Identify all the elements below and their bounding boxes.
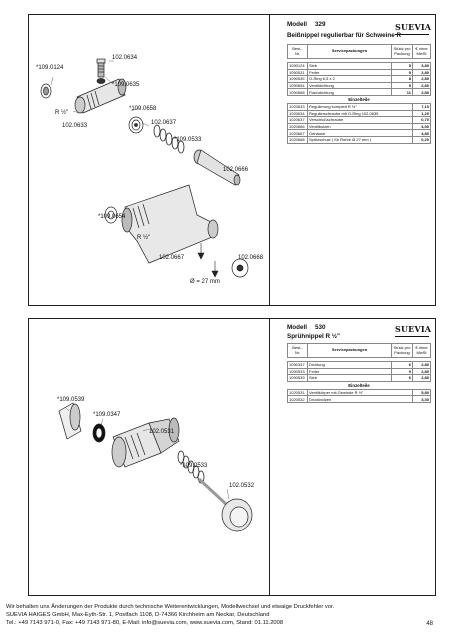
label-109-0658: *109.0658 [129, 106, 157, 112]
sieve-drawing [40, 83, 52, 99]
model-heading: Modell 329 [287, 21, 325, 28]
label-102-0637: 102.0637 [151, 120, 177, 126]
nipple-body-drawing [121, 184, 219, 264]
label-109-0533: *109.0533 [174, 137, 202, 143]
spring-drawing [177, 450, 205, 484]
regulier-screw-drawing [96, 58, 106, 84]
label-102-0634: 102.0634 [112, 55, 138, 61]
page-footer: Wir behalten uns Änderungen der Produkte… [6, 604, 334, 628]
label-109-0124: *109.0124 [36, 65, 64, 71]
product-subtitle: Beißnippel regulierbar für Schweine R [287, 32, 402, 39]
label-109-0654: *109.0654 [98, 214, 126, 220]
panel-divider [269, 319, 270, 595]
regulier-housing-drawing [74, 78, 127, 114]
model-heading: Modell 530 [287, 324, 325, 331]
product-panel-329: 102.0634 *109.0124 *109.0635 R ½" 102.06… [28, 14, 436, 306]
splash-guard-drawing [231, 258, 249, 278]
model-label: Modell [287, 21, 307, 28]
suevia-logo: SUEVIA [395, 324, 432, 334]
label-109-0635: *109.0635 [112, 82, 140, 88]
label-102-0633: 102.0633 [62, 123, 88, 129]
logo-rule [395, 336, 429, 337]
spring-drawing [153, 124, 185, 154]
col-header-desc: Servicepackungen [307, 44, 392, 59]
col-header-no: Best.-Nr. [287, 44, 308, 59]
section-label-einzelteile: Einzelteile [348, 96, 370, 102]
pressure-bolt-drawing [197, 477, 253, 532]
valve-body-drawing [111, 417, 180, 468]
label-diameter: Ø = 27 mm [190, 279, 220, 285]
label-102-0668: 102.0668 [238, 255, 264, 261]
seal-ring-drawing [92, 423, 106, 443]
drawing-530-svg [58, 402, 253, 532]
label-r-half-inch-2: R ½" [137, 235, 151, 241]
leader-lines [50, 60, 181, 142]
model-number: 530 [314, 324, 326, 331]
diameter-marker [197, 243, 219, 278]
label-109-0533: *109.0533 [180, 463, 208, 469]
footer-address: SUEVIA HAIGES GmbH, Max-Eyth-Str. 1, Pos… [6, 611, 270, 618]
label-102-0667: 102.0667 [159, 255, 185, 261]
leader-lines [64, 406, 230, 500]
col-header-no: Best.-Nr. [287, 343, 308, 358]
product-subtitle: Sprühnippel R ½" [287, 333, 341, 340]
footer-disclaimer: Wir behalten uns Änderungen der Produkte… [6, 604, 335, 610]
col-header-desc: Servicepackungen [307, 343, 392, 358]
model-number: 329 [314, 21, 326, 28]
sieve-cup-drawing [58, 402, 82, 440]
logo-rule [395, 34, 429, 35]
suevia-logo: SUEVIA [395, 22, 432, 32]
section-label-einzelteile: Einzelteile [348, 382, 370, 388]
valve-bolt-drawing [193, 149, 241, 186]
label-109-0347: *109.0347 [93, 412, 121, 418]
panel-divider [269, 15, 270, 305]
flat-seal-drawing [104, 206, 118, 224]
closure-screw-drawing [128, 116, 144, 134]
page-number: 48 [426, 621, 433, 627]
drawing-329-svg [40, 58, 249, 278]
label-102-0666: 102.0666 [223, 167, 249, 173]
label-r-half-inch-1: R ½" [55, 110, 69, 116]
product-panel-530: *109.0539 *109.0347 102.0531 *109.0533 1… [28, 318, 436, 596]
label-109-0539: *109.0539 [57, 397, 85, 403]
footer-contact: Tel.: +49 7143 971-0, Fax: +49 7143 971-… [6, 619, 284, 626]
label-102-0531: 102.0531 [149, 429, 175, 435]
label-102-0532: 102.0532 [229, 483, 255, 489]
model-label: Modell [287, 324, 307, 331]
